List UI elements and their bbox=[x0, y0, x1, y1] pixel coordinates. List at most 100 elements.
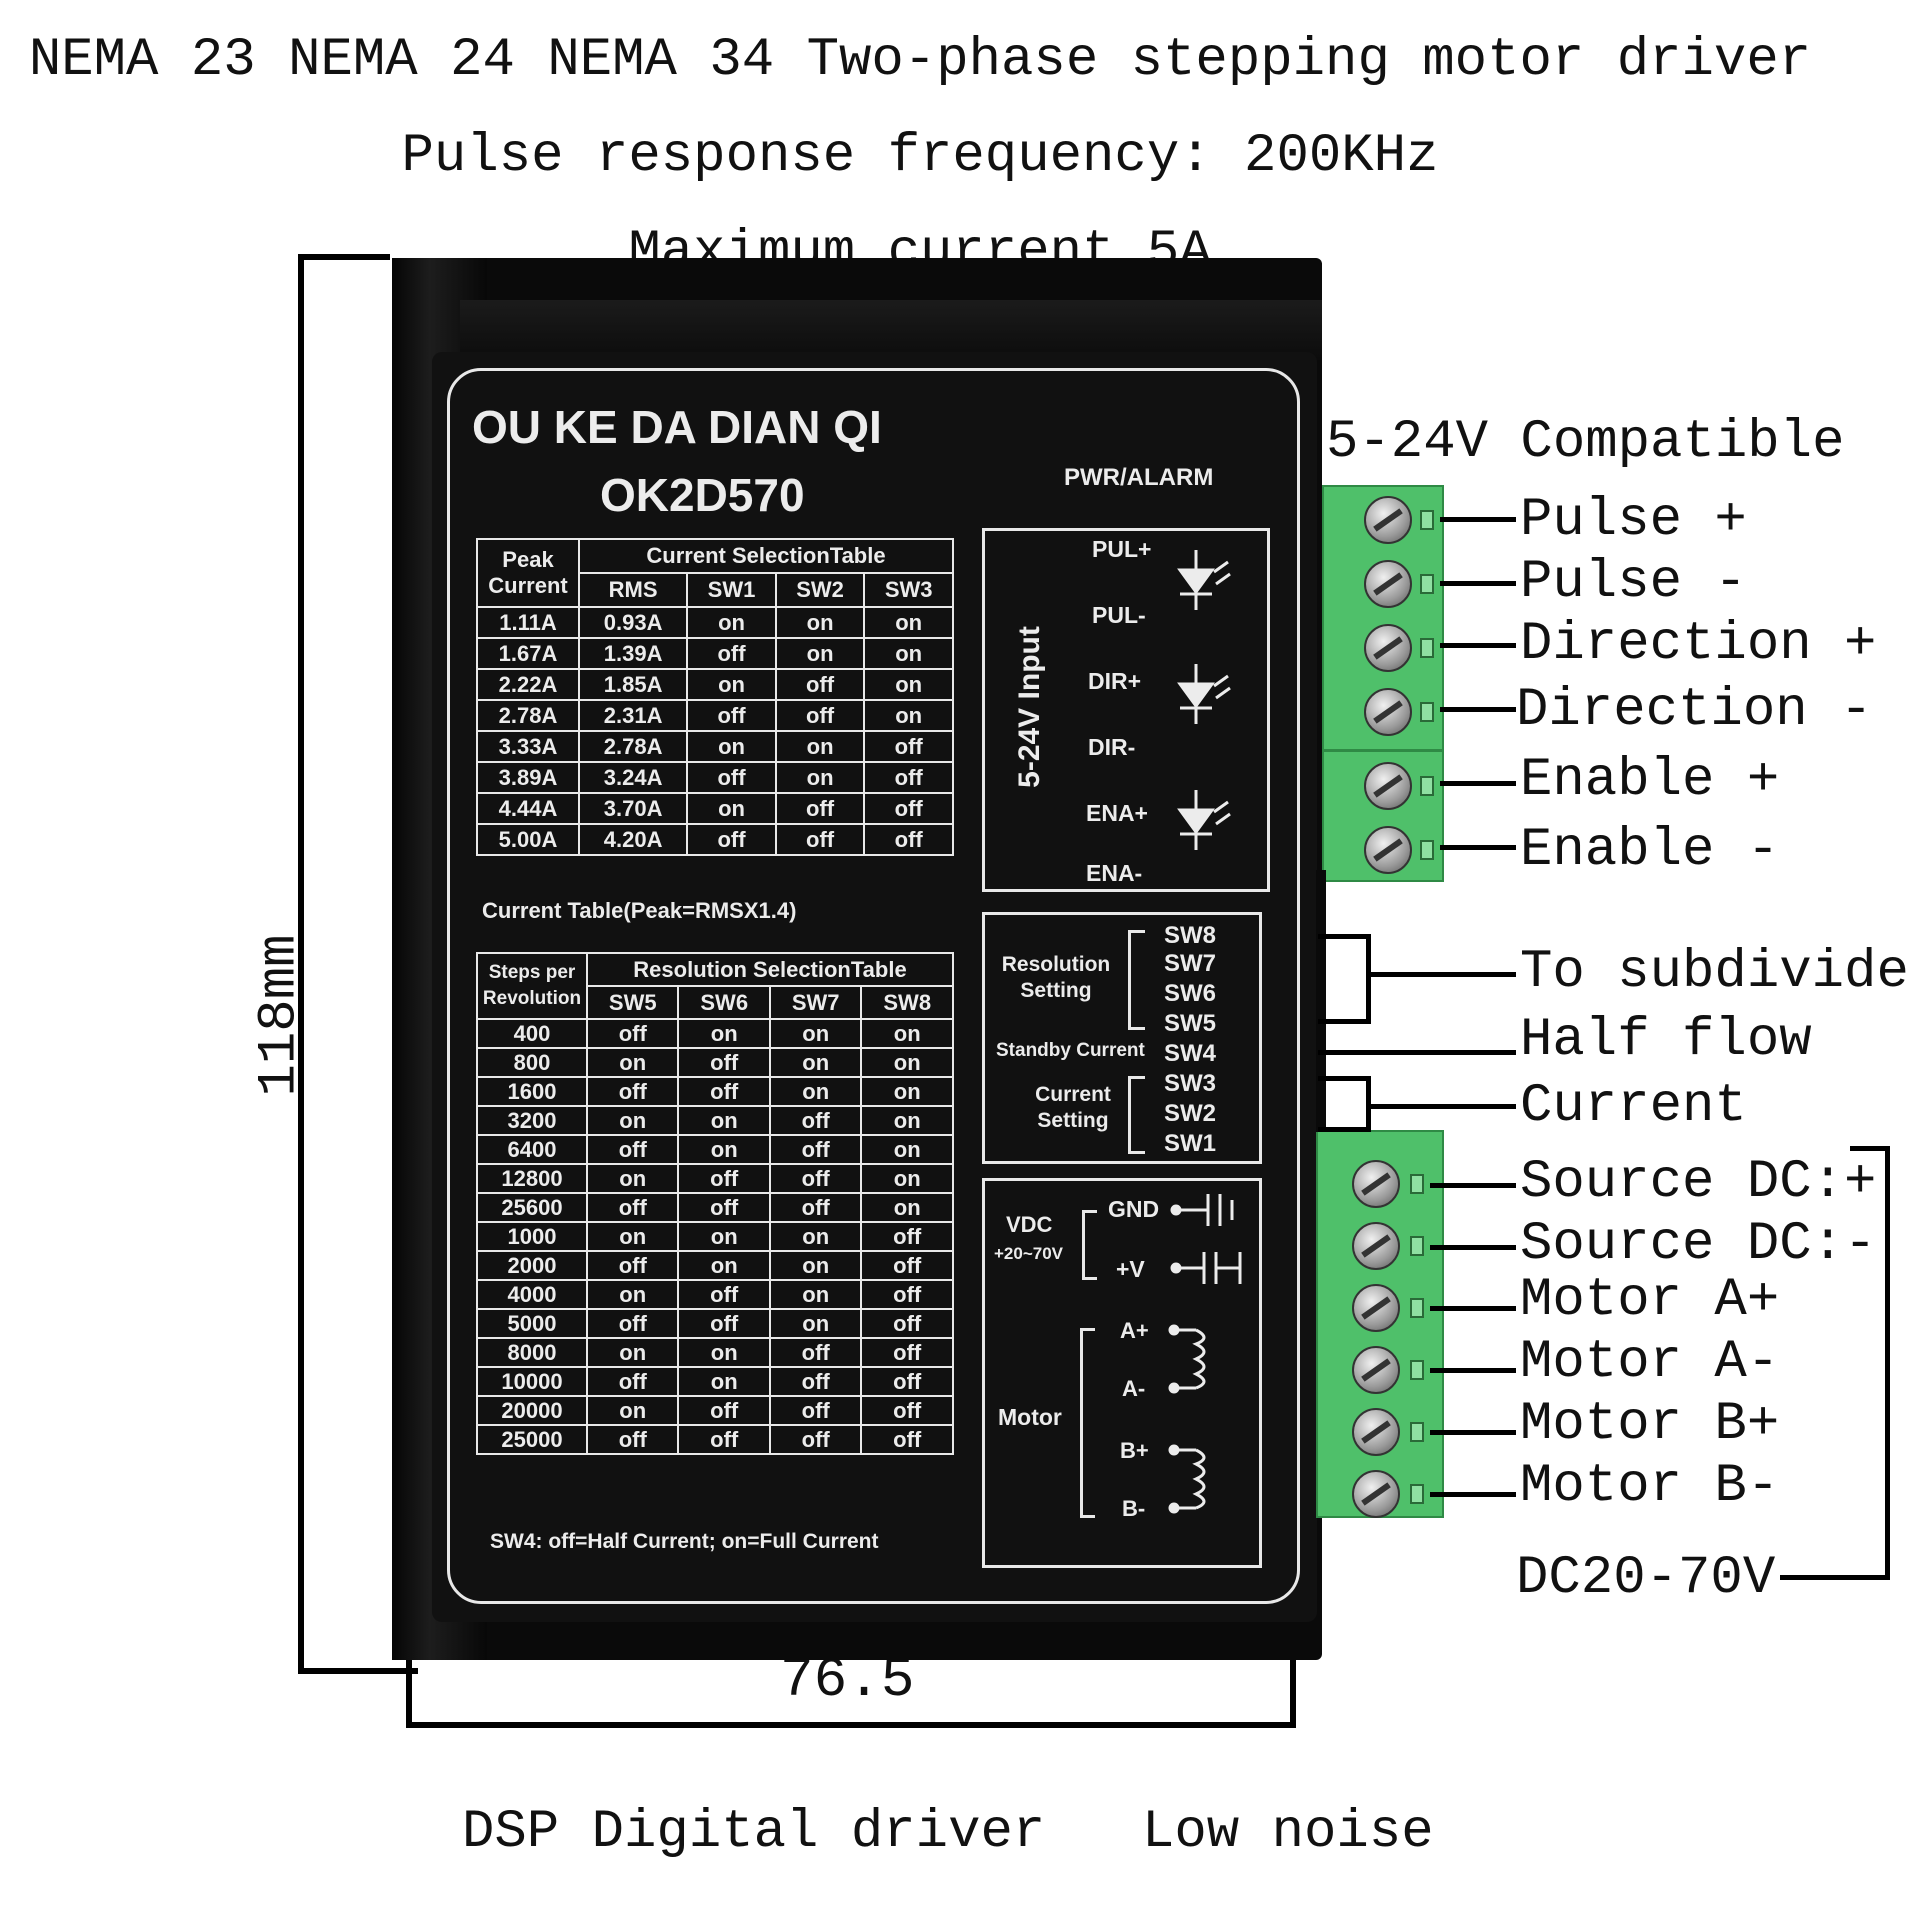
terminal-slot-icon bbox=[1410, 1298, 1424, 1318]
power-box bbox=[982, 1178, 1262, 1568]
table-cell: on bbox=[686, 730, 777, 763]
screw-icon[interactable] bbox=[1364, 496, 1412, 544]
table-cell: off bbox=[677, 1163, 771, 1194]
terminal-slot-icon bbox=[1420, 638, 1434, 658]
table-cell: off bbox=[860, 1395, 954, 1426]
vdc-range: +20~70V bbox=[994, 1244, 1064, 1263]
screw-icon[interactable] bbox=[1364, 624, 1412, 672]
terminal-slot-icon bbox=[1410, 1236, 1424, 1256]
table-cell: 800 bbox=[476, 1047, 588, 1078]
table-cell: 1000 bbox=[476, 1221, 588, 1252]
label-pulse-minus: Pulse - bbox=[1520, 552, 1747, 613]
table-cell: on bbox=[768, 1076, 863, 1107]
leader-line bbox=[1430, 1306, 1516, 1311]
table-cell: off bbox=[860, 1424, 954, 1455]
table-cell: off bbox=[768, 1134, 863, 1165]
table-cell: on bbox=[768, 1221, 863, 1252]
table-cell: off bbox=[677, 1192, 771, 1223]
label-current: Current bbox=[1520, 1076, 1747, 1137]
screw-icon[interactable] bbox=[1352, 1222, 1400, 1270]
title-line-1: NEMA 23 NEMA 24 NEMA 34 Two-phase steppi… bbox=[28, 30, 1812, 91]
table-cell: off bbox=[860, 1221, 954, 1252]
table-cell: 400 bbox=[476, 1018, 588, 1049]
table-cell: off bbox=[768, 1424, 863, 1455]
terminal-slot-icon bbox=[1420, 776, 1434, 796]
pin-dir-plus: DIR+ bbox=[1088, 668, 1142, 694]
table-cell: off bbox=[677, 1424, 771, 1455]
current-table-note: Current Table(Peak=RMSX1.4) bbox=[482, 898, 797, 923]
table-cell: 25000 bbox=[476, 1424, 588, 1455]
body-edge bbox=[1316, 870, 1326, 1132]
table-cell: off bbox=[863, 823, 954, 856]
label-source-plus: Source DC:+ bbox=[1520, 1152, 1877, 1213]
screw-icon[interactable] bbox=[1364, 826, 1412, 874]
switch-sw2: SW2 bbox=[1164, 1100, 1217, 1127]
screw-icon[interactable] bbox=[1352, 1284, 1400, 1332]
pwr-alarm-label: PWR/ALARM bbox=[1064, 464, 1214, 491]
col-sw5: SW5 bbox=[585, 985, 680, 1020]
label-direction-plus: Direction + bbox=[1520, 614, 1877, 675]
table-cell: 5.00A bbox=[476, 823, 580, 856]
input-box bbox=[982, 528, 1270, 892]
screw-icon[interactable] bbox=[1364, 762, 1412, 810]
screw-icon[interactable] bbox=[1364, 560, 1412, 608]
brand-name: OU KE DA DIAN QI bbox=[472, 401, 882, 453]
table-cell: 2.78A bbox=[577, 730, 689, 763]
table-cell: on bbox=[774, 637, 866, 670]
table-cell: on bbox=[585, 1047, 680, 1078]
table-cell: on bbox=[677, 1366, 771, 1397]
resolution-bracket bbox=[1128, 930, 1145, 1030]
leader-line bbox=[1430, 1245, 1516, 1250]
col-sw2: SW2 bbox=[774, 572, 866, 608]
leader-line bbox=[1318, 1050, 1516, 1055]
label-direction-minus: Direction - bbox=[1516, 680, 1873, 741]
table-cell: on bbox=[585, 1279, 680, 1310]
col-sw8: SW8 bbox=[860, 985, 954, 1020]
terminal-slot-icon bbox=[1410, 1422, 1424, 1442]
table-cell: 10000 bbox=[476, 1366, 588, 1397]
table-cell: off bbox=[585, 1424, 680, 1455]
current-table-title: Current SelectionTable bbox=[578, 538, 954, 574]
terminal-slot-icon bbox=[1420, 574, 1434, 594]
screw-icon[interactable] bbox=[1352, 1346, 1400, 1394]
table-cell: 6400 bbox=[476, 1134, 588, 1165]
label-half-flow: Half flow bbox=[1520, 1010, 1812, 1071]
table-cell: off bbox=[774, 792, 866, 825]
table-cell: off bbox=[768, 1366, 863, 1397]
compat-label: 5-24V Compatible bbox=[1326, 412, 1845, 473]
optocoupler-icons bbox=[1177, 550, 1231, 850]
table-cell: on bbox=[585, 1337, 680, 1368]
table-cell: on bbox=[585, 1221, 680, 1252]
screw-icon[interactable] bbox=[1352, 1470, 1400, 1518]
table-cell: off bbox=[860, 1279, 954, 1310]
table-cell: off bbox=[585, 1076, 680, 1107]
table-cell: on bbox=[863, 668, 954, 701]
table-cell: 20000 bbox=[476, 1395, 588, 1426]
table-cell: off bbox=[768, 1163, 863, 1194]
vdc-label: VDC bbox=[1006, 1212, 1053, 1237]
screw-icon[interactable] bbox=[1352, 1408, 1400, 1456]
standby-current-label: Standby Current bbox=[996, 1040, 1145, 1061]
leader-line bbox=[1370, 1104, 1516, 1109]
table-cell: off bbox=[860, 1366, 954, 1397]
screw-icon[interactable] bbox=[1364, 688, 1412, 736]
leader-line bbox=[1430, 1430, 1516, 1435]
label-source-minus: Source DC:- bbox=[1520, 1214, 1877, 1275]
screw-icon[interactable] bbox=[1352, 1160, 1400, 1208]
table-cell: off bbox=[686, 637, 777, 670]
input-vertical-label: 5-24V Input bbox=[1013, 626, 1046, 788]
switch-sw3: SW3 bbox=[1164, 1070, 1217, 1097]
label-pulse-plus: Pulse + bbox=[1520, 490, 1747, 551]
table-cell: 8000 bbox=[476, 1337, 588, 1368]
